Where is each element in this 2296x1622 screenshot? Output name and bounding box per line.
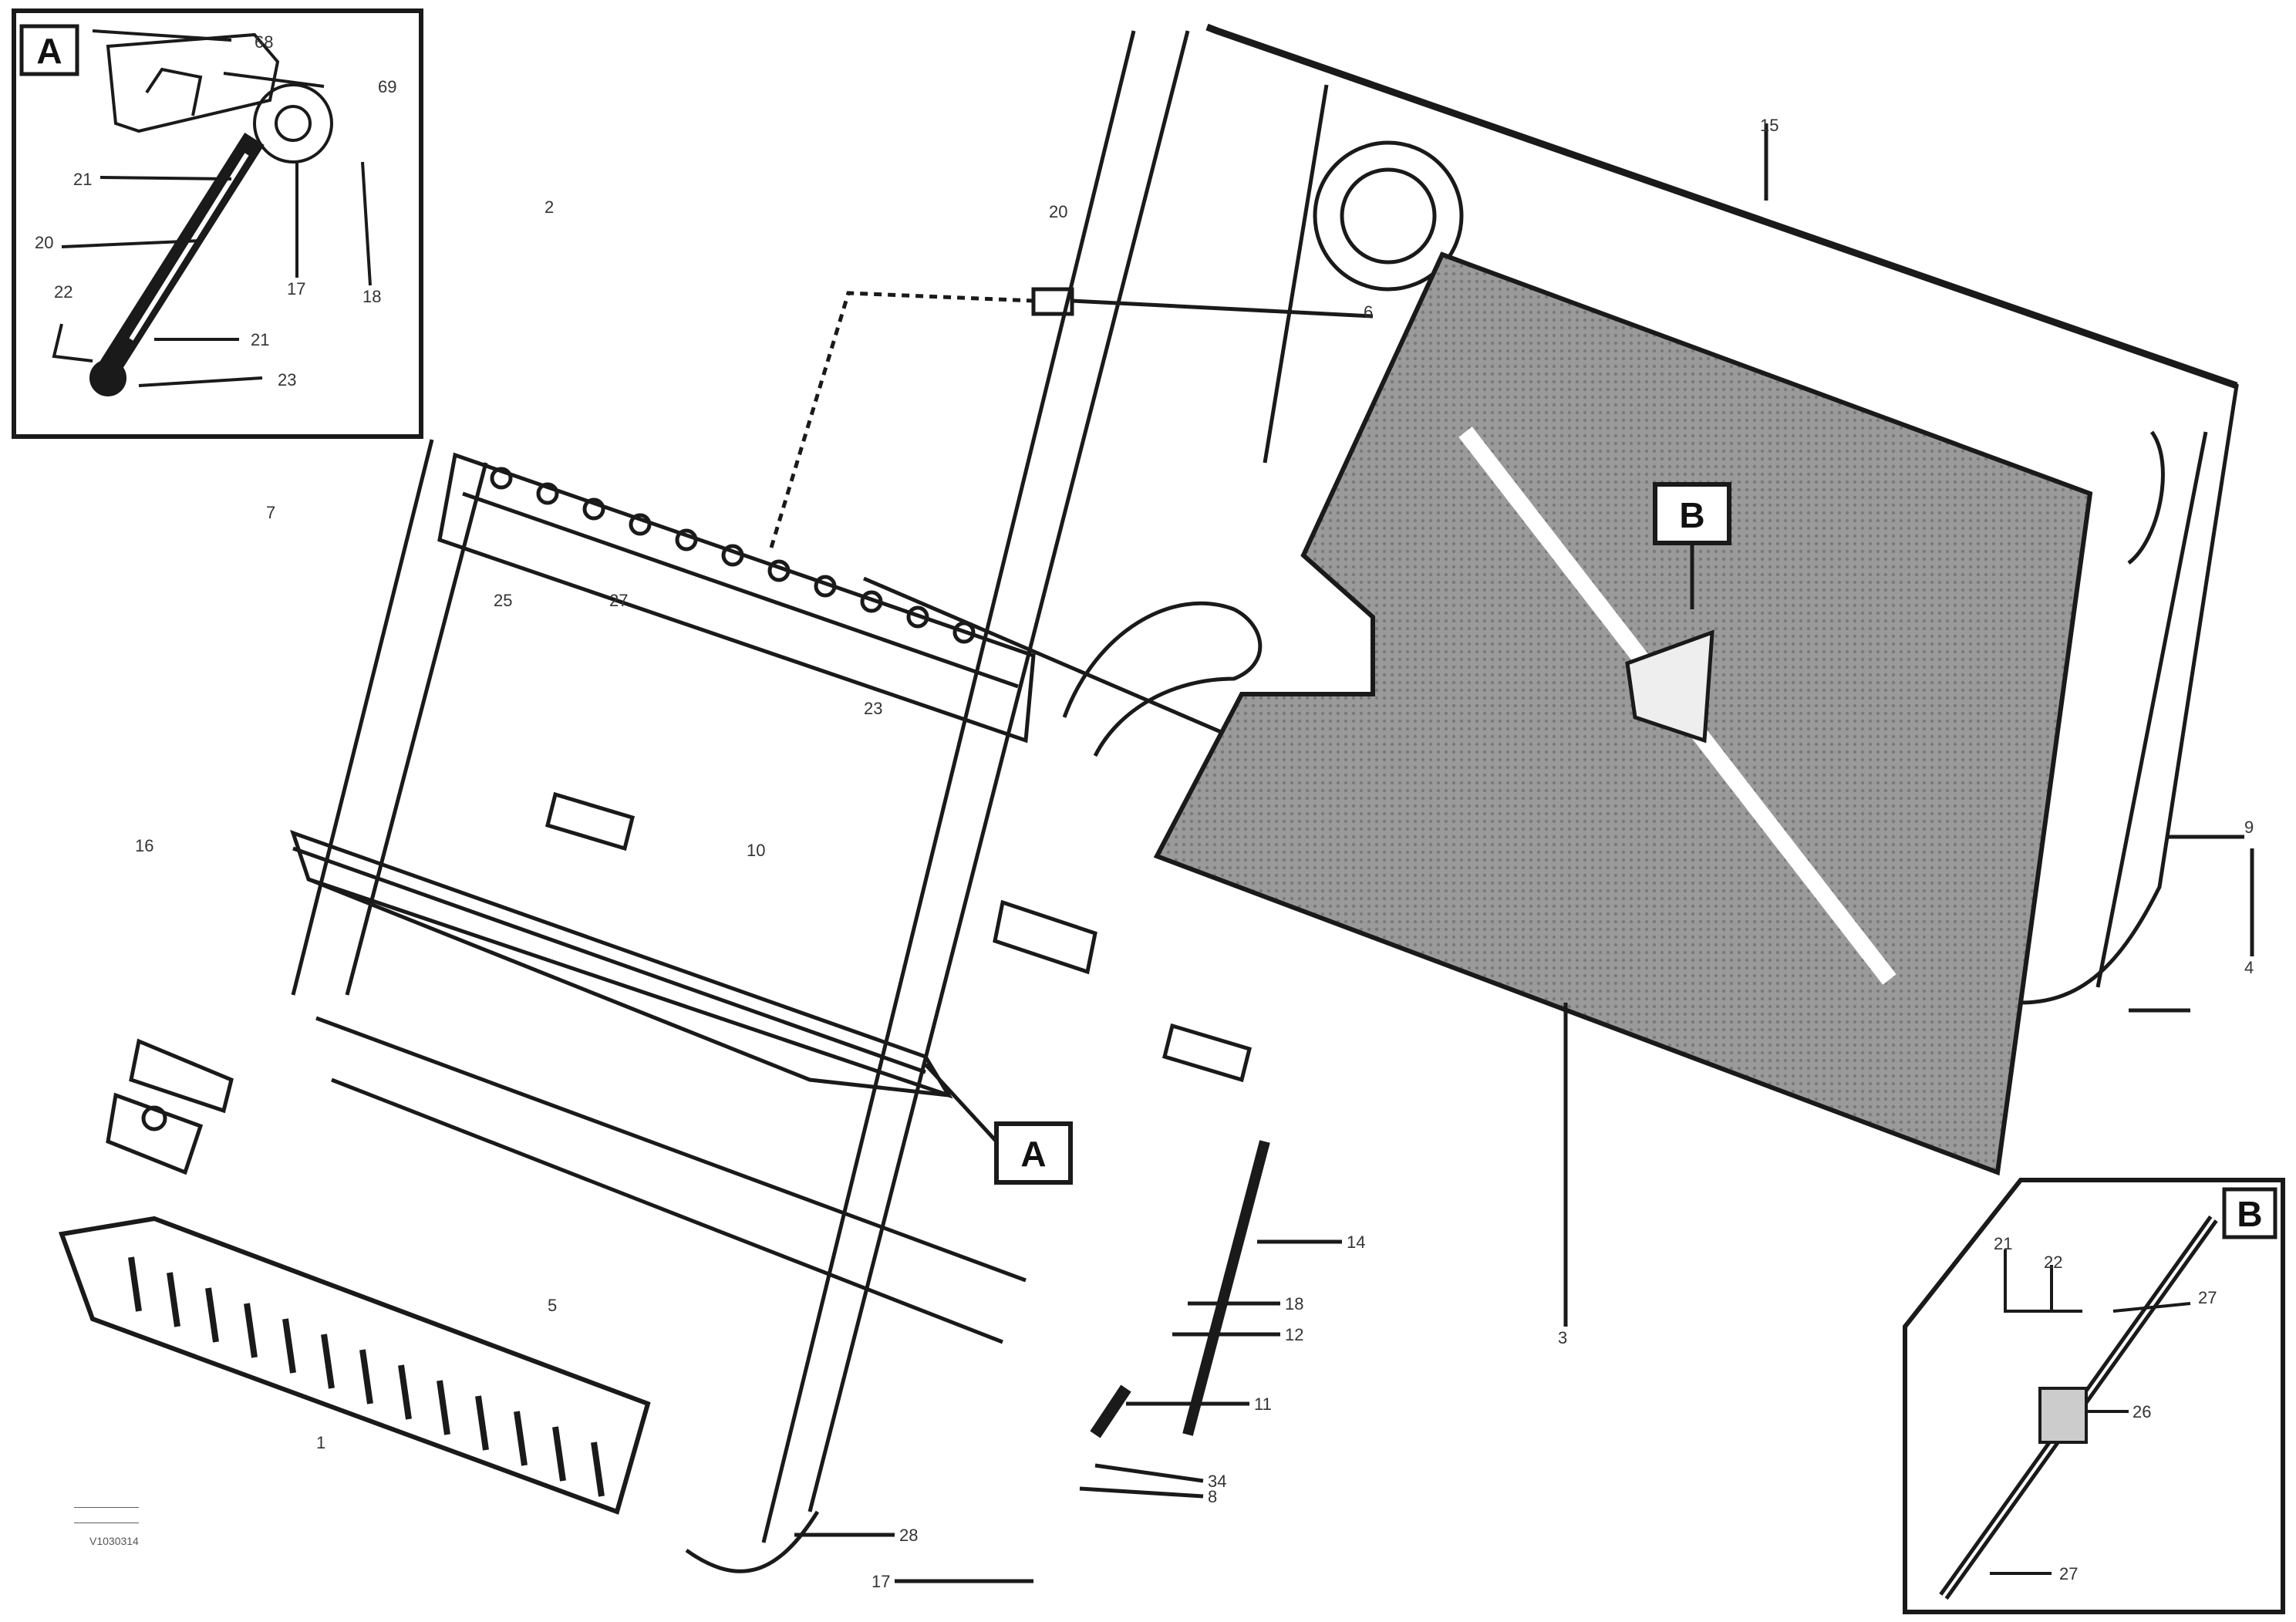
- callout-16: 16: [135, 836, 153, 855]
- callout-7: 7: [266, 503, 275, 522]
- inset-a-callout-9: 18: [362, 287, 381, 306]
- inset-a-callout-1: 68: [255, 32, 273, 52]
- inset-a-callout-5: 22: [54, 282, 72, 302]
- inset-a-callouts: 68 69 21 20 22 21 23 17 18: [35, 32, 396, 389]
- callout-3: 3: [1558, 1328, 1567, 1347]
- callout-2: 2: [544, 197, 554, 217]
- drawing-code: V1030314: [89, 1535, 139, 1547]
- callout-34: 34: [1208, 1472, 1226, 1491]
- callout-10: 10: [747, 841, 765, 860]
- inset-b-callouts: 21 22 27 26 27: [1994, 1234, 2217, 1583]
- callout-25: 25: [494, 591, 512, 610]
- inset-b-letter: B: [2237, 1194, 2262, 1234]
- marker-b-box: [1653, 482, 1731, 545]
- upper-step-holes: [490, 467, 976, 644]
- callout-9: 9: [2244, 818, 2254, 837]
- bottom-step-slots: [128, 1256, 605, 1497]
- inset-a-callout-3: 21: [73, 170, 92, 189]
- inset-a-callout-7: 23: [278, 370, 296, 389]
- footer: —————— —————— V1030314: [74, 1500, 139, 1547]
- callout-8: 8: [1208, 1487, 1217, 1506]
- inset-b-letter-box: [2222, 1187, 2277, 1239]
- inset-b-callout-1: 21: [1994, 1234, 2012, 1253]
- callout-20: 20: [1049, 202, 1067, 221]
- grille-mesh: [1153, 251, 2093, 1176]
- callout-4: 4: [2244, 958, 2254, 977]
- callout-27: 27: [609, 591, 628, 610]
- inset-a: [12, 8, 423, 439]
- inset-a-callout-8: 17: [287, 279, 305, 298]
- callout-23: 23: [864, 699, 882, 718]
- callout-11: 11: [1254, 1394, 1272, 1414]
- marker-b: B: [1679, 495, 1704, 535]
- grille-panel: [863, 23, 2239, 1176]
- inset-a-callout-2: 69: [378, 77, 396, 96]
- marker-a-box: [994, 1121, 1073, 1185]
- inset-a-letter: A: [36, 31, 62, 71]
- inset-b-callout-3: 27: [2198, 1288, 2217, 1307]
- callout-17: 17: [872, 1572, 890, 1591]
- inset-a-letter-box: [19, 24, 79, 76]
- inset-b-callout-4: 26: [2132, 1402, 2151, 1421]
- main-callouts: 2 7 20 6 15 16 25 27 23 10 5 3 9 4 14 18…: [135, 116, 2254, 1591]
- callout-5: 5: [548, 1296, 557, 1315]
- callout-15: 15: [1760, 116, 1778, 135]
- inset-b-callout-5: 27: [2059, 1564, 2078, 1583]
- step-assembly: [58, 30, 2254, 1583]
- callout-14: 14: [1347, 1233, 1365, 1252]
- inset-a-callout-4: 20: [35, 233, 53, 252]
- inset-b-callout-2: 22: [2044, 1253, 2062, 1272]
- inset-a-callout-6: 21: [251, 330, 269, 349]
- callout-28: 28: [899, 1526, 918, 1545]
- callout-12: 12: [1285, 1325, 1303, 1344]
- inset-b: [1903, 1178, 2285, 1614]
- callout-1: 1: [316, 1433, 325, 1452]
- marker-a: A: [1020, 1134, 1046, 1174]
- footer-line-1: ——————: [74, 1500, 139, 1512]
- callout-18: 18: [1285, 1294, 1303, 1313]
- footer-line-2: ——————: [74, 1516, 139, 1528]
- callout-6: 6: [1364, 302, 1373, 322]
